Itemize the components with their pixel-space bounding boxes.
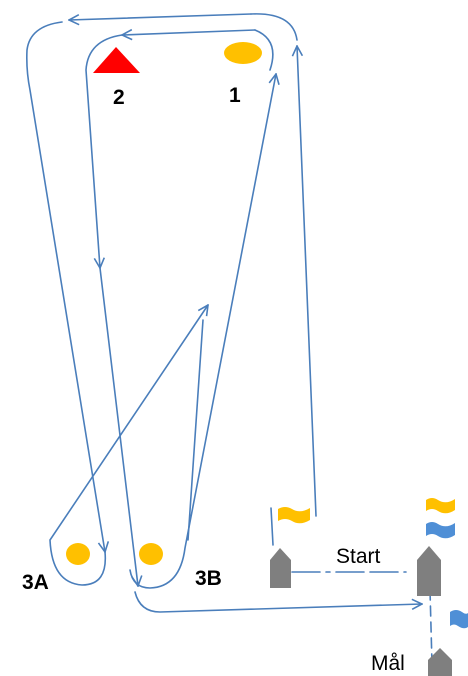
- committee-flag-yellow: [426, 498, 455, 514]
- start-line-label: Start: [336, 545, 381, 568]
- committee-boat: [417, 546, 441, 596]
- course-loop-top-right: [250, 13, 298, 41]
- mark-3a-label: 3A: [22, 571, 49, 594]
- mark-3b-label: 3B: [195, 567, 222, 590]
- mark-1-label: 1: [229, 84, 241, 107]
- committee-flag-blue: [426, 522, 455, 539]
- start-boat-left: [270, 548, 291, 588]
- course-leg-to-finish: [134, 591, 422, 613]
- start-flag-pole: [270, 507, 274, 546]
- course-leg-3b-to-middle: [187, 319, 204, 541]
- mark-2-triangle: [93, 47, 140, 73]
- start-flag-yellow: [278, 507, 310, 524]
- course-loop-left-outer: [26, 21, 105, 552]
- finish-boat: [428, 648, 452, 676]
- course-loop-mark-3a: [49, 305, 208, 586]
- mark-3b-buoy: [139, 543, 163, 565]
- course-loop-mark-3b: [129, 74, 276, 589]
- mark-3a-buoy: [66, 543, 90, 565]
- mark-2-label: 2: [113, 86, 125, 109]
- finish-line: [429, 589, 433, 665]
- mark-1-buoy: [224, 42, 262, 64]
- course-loop-mark-1: [254, 29, 274, 71]
- finish-flag-blue: [450, 610, 468, 629]
- course-loop-mark-2: [85, 34, 123, 268]
- course-leg-2-to-3b: [99, 267, 138, 586]
- course-leg-top-inner: [122, 30, 256, 35]
- finish-line-label: Mål: [371, 652, 405, 675]
- course-leg-top-outer: [69, 13, 252, 20]
- course-leg-start-to-1: [297, 46, 317, 517]
